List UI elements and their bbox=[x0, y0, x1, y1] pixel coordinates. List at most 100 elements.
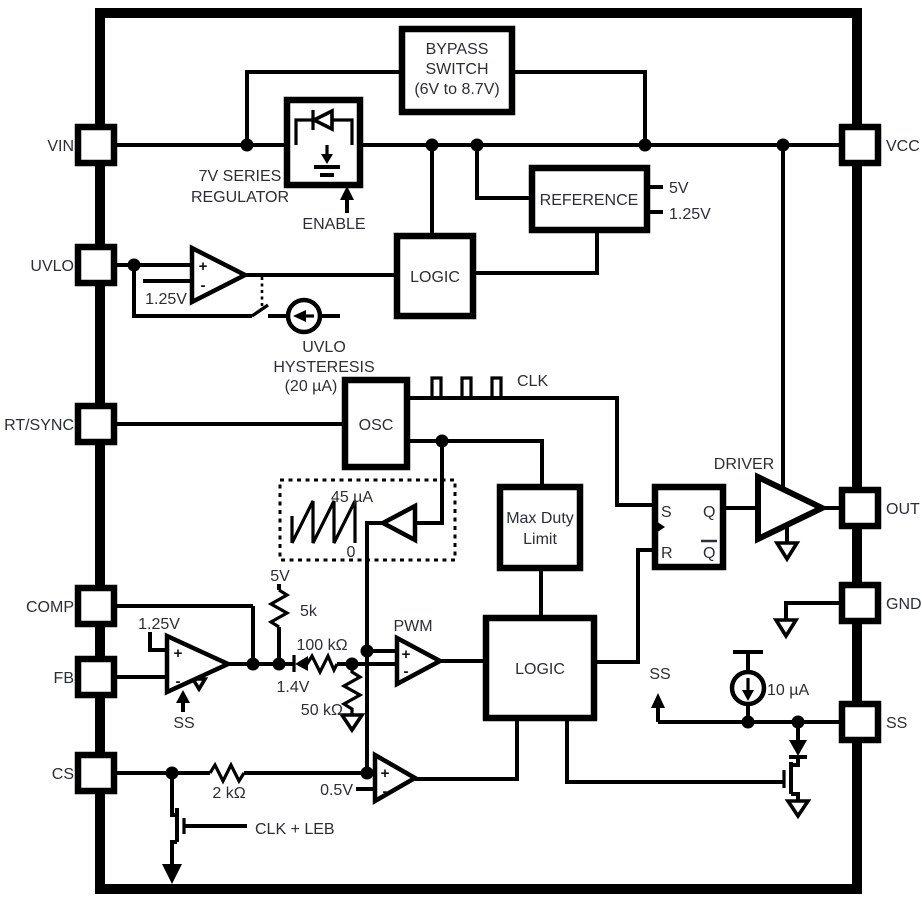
pins bbox=[74, 123, 882, 795]
pwm-minus-sign: - bbox=[404, 663, 409, 680]
pin-cs-label: CS bbox=[52, 766, 74, 783]
latch-s-label: S bbox=[661, 504, 672, 521]
clk-waveform-icon bbox=[430, 376, 503, 397]
max-duty-limit-box bbox=[496, 483, 584, 572]
max-duty-label-2: Limit bbox=[523, 531, 557, 548]
ea-minus-sign: - bbox=[176, 673, 181, 690]
main-logic-label: LOGIC bbox=[515, 661, 565, 678]
hysteresis-current-label: (20 µA) bbox=[285, 378, 338, 395]
ss-signal-arrow-icon bbox=[651, 693, 665, 708]
ss-discharge-mosfet-icon bbox=[782, 762, 793, 794]
pin-uvlo bbox=[74, 243, 118, 287]
pin-out bbox=[838, 486, 882, 530]
sawtooth-icon bbox=[290, 500, 357, 544]
latch-q-label: Q bbox=[703, 504, 715, 521]
uvlo-logic-box bbox=[393, 232, 477, 320]
ea-ss-label: SS bbox=[173, 715, 194, 732]
wire bbox=[245, 70, 402, 145]
wire bbox=[114, 604, 255, 664]
ea-plus-sign: + bbox=[174, 645, 183, 662]
arrow-head bbox=[176, 690, 190, 703]
pin-rtsync-label: RT/SYNC bbox=[4, 417, 74, 434]
wire bbox=[565, 718, 784, 784]
uvlo-ref-label: 1.25V bbox=[145, 291, 187, 308]
wire bbox=[132, 265, 252, 318]
ramp-dashed-box bbox=[278, 478, 457, 562]
pin-fb bbox=[74, 655, 118, 699]
series-diode-icon bbox=[292, 655, 308, 672]
pin-gnd-label: GND bbox=[886, 596, 922, 613]
offset-14v-label: 1.4V bbox=[277, 679, 310, 696]
driver-buffer bbox=[755, 472, 829, 544]
ramp-zero-label: 0 bbox=[347, 544, 356, 561]
uvlo-plus-sign: + bbox=[199, 258, 208, 275]
wire bbox=[512, 70, 647, 145]
bypass-switch-label-1: BYPASS bbox=[426, 41, 489, 58]
wire bbox=[365, 521, 383, 773]
body-diode-wires bbox=[294, 118, 354, 145]
cs-minus-sign: - bbox=[383, 783, 388, 800]
uvlo-logic-label: LOGIC bbox=[410, 269, 460, 286]
ss-diode-icon bbox=[789, 740, 807, 759]
wire bbox=[473, 230, 599, 275]
wire bbox=[475, 145, 532, 200]
pwm-comparator bbox=[394, 634, 445, 688]
series-regulator-label-1: 7V SERIES bbox=[199, 168, 282, 185]
cs-plus-sign: + bbox=[381, 765, 390, 782]
wire bbox=[784, 601, 842, 620]
reference-5v-label: 5V bbox=[669, 180, 689, 197]
chip-outline bbox=[95, 8, 862, 894]
pin-uvlo-label: UVLO bbox=[30, 258, 74, 275]
enable-arrow-icon bbox=[340, 186, 354, 213]
ramp-supply-label: 5V bbox=[270, 568, 290, 585]
ss-current-label: 10 µA bbox=[767, 682, 809, 699]
series-regulator-label-2: REGULATOR bbox=[191, 189, 289, 206]
resistor-2k-icon bbox=[208, 761, 246, 785]
osc-box bbox=[341, 376, 411, 471]
error-amplifier bbox=[164, 632, 234, 696]
pin-vin bbox=[74, 123, 118, 167]
resistor-5k-icon bbox=[267, 588, 291, 629]
resistor-50k-label: 50 kΩ bbox=[301, 702, 343, 719]
wire bbox=[594, 548, 655, 664]
cs-ref-label: 0.5V bbox=[320, 782, 353, 799]
ground-icon bbox=[338, 713, 366, 734]
pin-comp-label: COMP bbox=[26, 599, 74, 616]
current-sense-comparator bbox=[372, 751, 420, 805]
resistor-2k-label: 2 kΩ bbox=[212, 785, 245, 802]
uvlo-hysteresis-label-1: UVLO bbox=[302, 339, 346, 356]
arrow-head bbox=[293, 310, 306, 322]
wire bbox=[148, 632, 167, 652]
ramp-buffer bbox=[378, 502, 418, 544]
junction-dots bbox=[127, 138, 805, 780]
latch-r-label: R bbox=[661, 545, 673, 562]
latch-clock-chevron-icon bbox=[656, 521, 665, 533]
clk-leb-label: CLK + LEB bbox=[255, 821, 335, 838]
uvlo-minus-sign: - bbox=[201, 277, 206, 294]
labels: VIN UVLO RT/SYNC COMP FB CS VCC OUT GND … bbox=[4, 41, 922, 838]
pwm-plus-sign: + bbox=[402, 646, 411, 663]
diode-arrow bbox=[295, 656, 308, 671]
diode-arrow bbox=[789, 740, 807, 756]
uvlo-hysteresis-label-2: HYSTERESIS bbox=[273, 359, 374, 376]
pin-vin-label: VIN bbox=[47, 138, 74, 155]
pwm-label: PWM bbox=[393, 618, 432, 635]
enable-label: ENABLE bbox=[302, 216, 365, 233]
reference-label: REFERENCE bbox=[540, 192, 639, 209]
fet-arrow bbox=[321, 154, 333, 164]
sr-latch-box bbox=[651, 483, 727, 571]
bypass-switch-box bbox=[398, 25, 516, 116]
pin-vcc-label: VCC bbox=[886, 138, 920, 155]
pin-ss bbox=[838, 700, 882, 744]
pin-gnd bbox=[838, 581, 882, 625]
pin-vcc bbox=[838, 123, 882, 167]
ground-icon bbox=[772, 618, 800, 640]
wire bbox=[791, 792, 800, 801]
ss-signal-label: SS bbox=[649, 666, 670, 683]
switch-icon bbox=[251, 303, 269, 318]
uvlo-comparator bbox=[189, 244, 250, 306]
resistor-100k-label: 100 kΩ bbox=[296, 637, 347, 654]
osc-label: OSC bbox=[359, 417, 394, 434]
wire bbox=[407, 396, 655, 507]
